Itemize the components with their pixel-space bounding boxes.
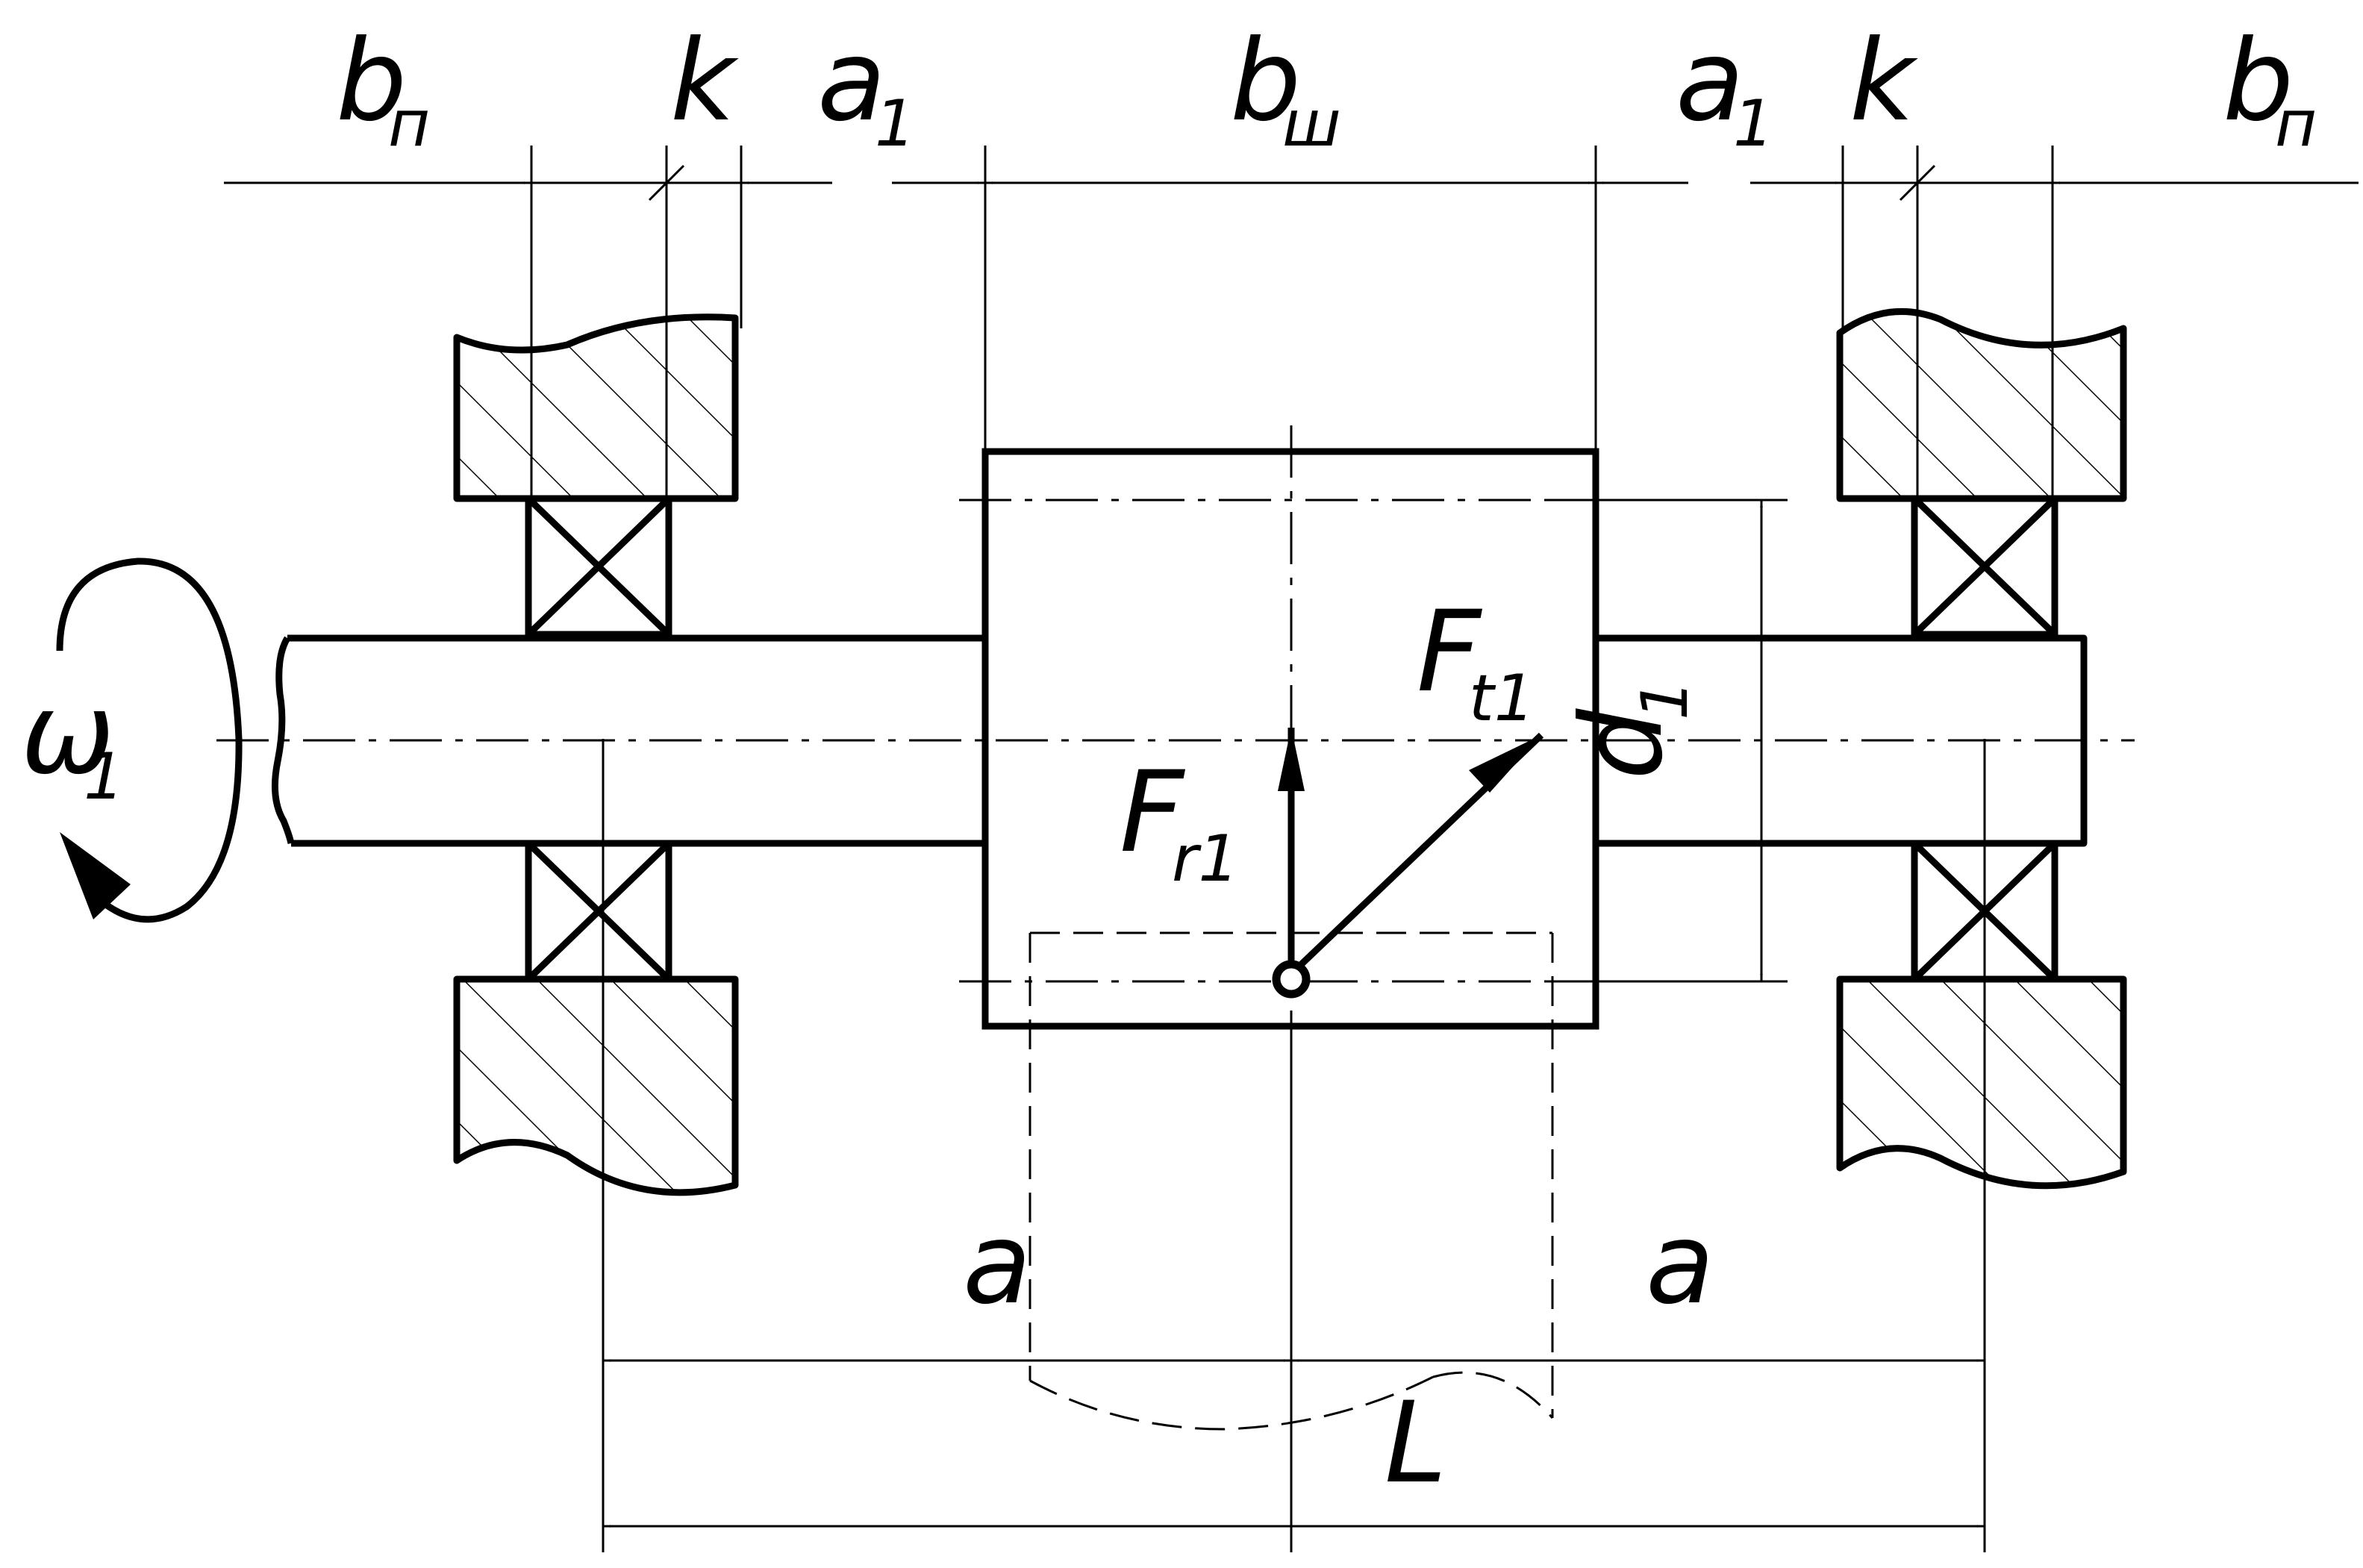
- center-lines: [216, 425, 2135, 1015]
- label-bp-left: b п: [336, 16, 430, 161]
- svg-text:b: b: [2223, 16, 2294, 146]
- svg-text:F: F: [1417, 587, 1483, 717]
- label-fr1: F r1: [1120, 748, 1239, 896]
- rotation-arrow: [56, 557, 243, 923]
- svg-text:1: 1: [1628, 679, 1702, 720]
- construction-lines: [530, 146, 2054, 1552]
- housing-bottom-left: [453, 975, 739, 1196]
- svg-text:a: a: [1676, 16, 1744, 146]
- label-a1-left: a 1: [817, 16, 916, 161]
- label-ft1: F t1: [1417, 587, 1535, 736]
- force-arrowheads: [1278, 728, 1541, 793]
- housing-bottom-right: [1836, 975, 2127, 1190]
- svg-text:b: b: [1230, 16, 1301, 146]
- label-a-left: a: [963, 1199, 1031, 1329]
- svg-text:ω: ω: [21, 669, 115, 799]
- bearing-top-left: [525, 495, 672, 638]
- label-a-right: a: [1646, 1199, 1714, 1329]
- svg-text:t1: t1: [1469, 661, 1535, 736]
- svg-text:d: d: [1558, 708, 1688, 780]
- bearing-bottom-left: [525, 840, 672, 983]
- label-L: L: [1385, 1378, 1447, 1508]
- svg-text:F: F: [1120, 748, 1186, 878]
- bearing-top-right: [1911, 495, 2058, 638]
- svg-text:1: 1: [1733, 87, 1774, 161]
- label-a1-right: a 1: [1676, 16, 1774, 161]
- svg-text:1: 1: [875, 87, 916, 161]
- label-bp-right: b п: [2223, 16, 2317, 161]
- label-d1: d 1: [1558, 679, 1702, 780]
- svg-text:r1: r1: [1172, 822, 1239, 896]
- svg-text:п: п: [388, 87, 430, 161]
- label-k-left: k: [670, 16, 739, 146]
- label-k-right: k: [1849, 16, 1918, 146]
- label-bw: b ш: [1230, 16, 1341, 161]
- housing-top-left: [453, 313, 739, 502]
- svg-text:п: п: [2275, 87, 2317, 161]
- contact-point: [1272, 960, 1311, 999]
- top-dimension-chain: [224, 164, 2359, 202]
- svg-text:a: a: [817, 16, 886, 146]
- housing-top-right: [1836, 307, 2127, 502]
- svg-text:1: 1: [84, 740, 125, 814]
- bottom-dimension-lines: [603, 1359, 1985, 1528]
- svg-text:ш: ш: [1282, 87, 1341, 161]
- svg-text:b: b: [336, 16, 407, 146]
- label-omega: ω 1: [21, 669, 125, 814]
